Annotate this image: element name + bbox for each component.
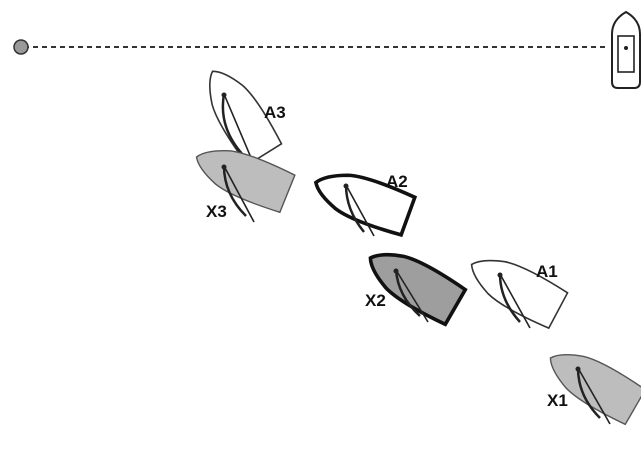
boat-x1 — [538, 338, 641, 427]
label-a1: A1 — [536, 262, 558, 281]
sail-x2 — [393, 268, 429, 323]
sail-a3 — [221, 92, 253, 161]
sail-a2 — [343, 183, 375, 237]
label-a2: A2 — [386, 172, 408, 191]
label-x3: X3 — [206, 202, 227, 221]
sail-x3 — [221, 164, 255, 223]
boat-x2 — [357, 237, 468, 328]
sail-a1 — [497, 272, 531, 329]
sail-x1 — [575, 366, 611, 425]
label-x1: X1 — [547, 391, 568, 410]
committee-boat-icon — [611, 10, 641, 89]
buoy-icon — [13, 39, 29, 55]
label-a3: A3 — [264, 103, 286, 122]
label-x2: X2 — [365, 291, 386, 310]
